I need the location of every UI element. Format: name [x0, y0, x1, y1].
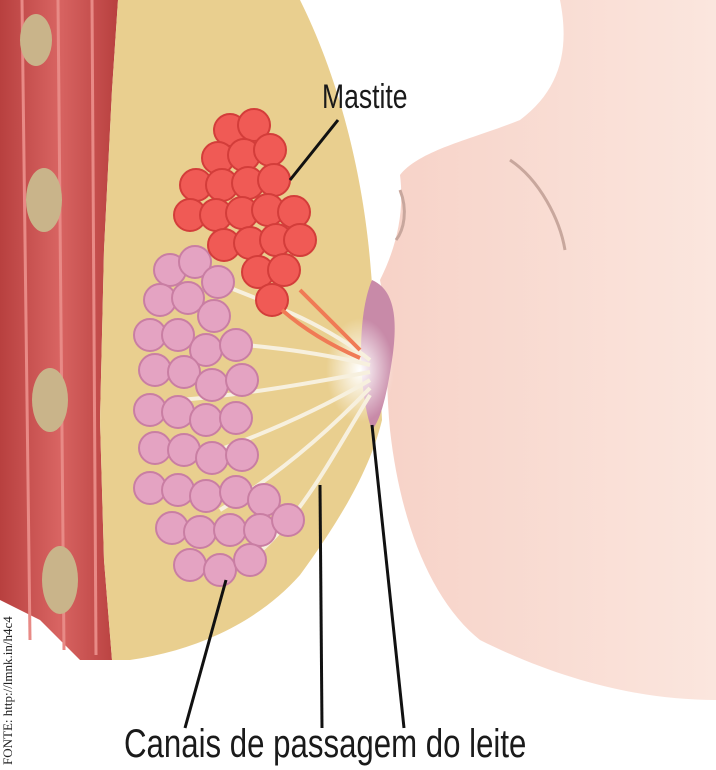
source-credit: FONTE: http://lmnk.in/h4c4 [0, 616, 16, 765]
label-mastitis: Mastite [322, 78, 407, 117]
chest-muscle [0, 0, 118, 660]
label-milk-ducts: Canais de passagem do leite [124, 722, 526, 767]
nipple-highlight [326, 318, 394, 422]
ducts-leader-line-2 [320, 485, 322, 728]
